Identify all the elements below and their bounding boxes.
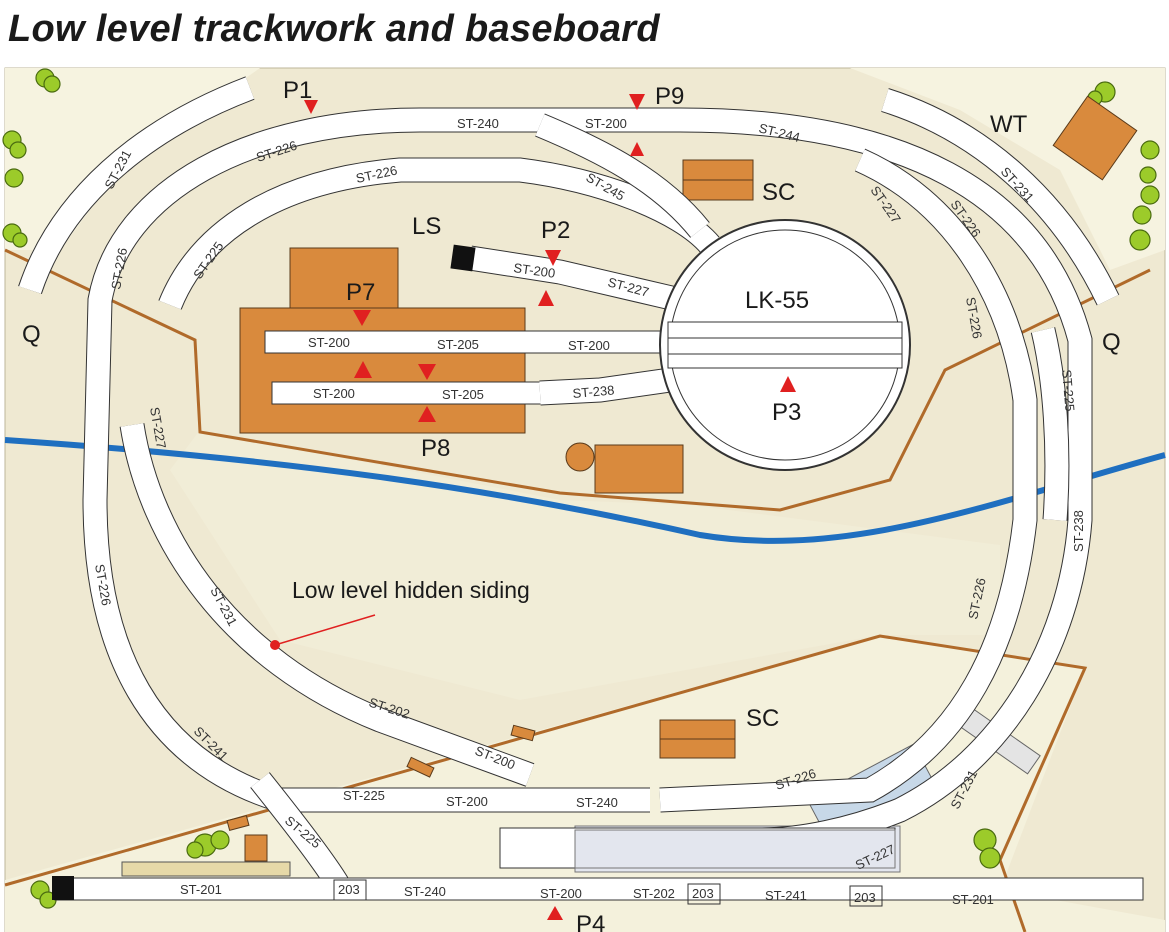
track-label: 203 — [338, 882, 360, 897]
marker-p7-up — [354, 361, 372, 378]
buffer-stop-ls — [450, 244, 476, 272]
track-label: ST-225 — [343, 788, 385, 803]
label-ls: LS — [412, 213, 441, 240]
track-label: ST-200 — [308, 335, 350, 350]
track-label: ST-240 — [404, 884, 446, 899]
track-label: ST-200 — [446, 794, 488, 809]
shed-small-1 — [244, 834, 268, 862]
warehouse-top — [289, 247, 399, 309]
label-hidden-siding: Low level hidden siding — [292, 577, 530, 603]
marker-p9-up — [630, 142, 644, 156]
marker-p9 — [629, 94, 645, 110]
label-turntable: LK-55 — [745, 287, 809, 314]
tank-building — [594, 444, 684, 494]
warehouse-main — [239, 307, 526, 434]
marker-p8 — [418, 406, 436, 422]
track-label: ST-240 — [457, 116, 499, 131]
label-p8: P8 — [421, 435, 450, 462]
track-label: ST-200 — [313, 386, 355, 401]
label-p3: P3 — [772, 399, 801, 426]
marker-p2-up — [538, 290, 554, 306]
track-label: ST-201 — [952, 892, 994, 907]
shed-small-2 — [226, 814, 250, 832]
track-label: 203 — [854, 890, 876, 905]
track-label: ST-205 — [442, 387, 484, 402]
marker-p3 — [780, 376, 796, 392]
shed-small-4 — [510, 724, 536, 742]
hidden-siding-leader — [274, 614, 376, 646]
track-label: ST-238 — [572, 382, 615, 401]
label-p1: P1 — [283, 77, 312, 104]
track-label: ST-201 — [180, 882, 222, 897]
track-label: ST-241 — [765, 888, 807, 903]
track-label: ST-205 — [437, 337, 479, 352]
marker-mid — [418, 364, 436, 380]
track-label: ST-227 — [147, 406, 169, 450]
track-label: ST-226 — [108, 247, 130, 291]
trees — [2, 68, 1160, 909]
track-label: ST-240 — [576, 795, 618, 810]
buffer-stop-left — [52, 876, 74, 900]
marker-p2 — [545, 250, 561, 266]
track-label: ST-200 — [585, 116, 627, 131]
label-p4: P4 — [576, 911, 605, 932]
label-wt: WT — [990, 111, 1028, 138]
label-p7: P7 — [346, 279, 375, 306]
label-sc-top: SC — [762, 179, 795, 206]
page-title: Low level trackwork and baseboard — [8, 8, 660, 50]
track-label: 203 — [692, 886, 714, 901]
track-layer — [18, 76, 1144, 901]
track-label: ST-200 — [513, 260, 557, 281]
boundary-upper — [4, 248, 1151, 512]
label-p9: P9 — [655, 83, 684, 110]
scenery-middle — [170, 430, 1000, 700]
label-q-left: Q — [22, 321, 41, 348]
water-tower-building — [1052, 95, 1138, 181]
track-label: ST-202 — [633, 886, 675, 901]
label-p2: P2 — [541, 217, 570, 244]
storage-tank — [565, 442, 595, 472]
marker-p4 — [547, 906, 563, 920]
track-label: ST-200 — [540, 886, 582, 901]
track-label: ST-225 — [1059, 369, 1078, 412]
river — [4, 437, 1166, 544]
track-label: ST-226 — [92, 563, 114, 607]
shed-small-3 — [406, 756, 435, 778]
track-label: ST-238 — [1071, 510, 1086, 552]
platform-bottom-left — [121, 861, 291, 877]
label-q-right: Q — [1102, 329, 1121, 356]
track-label: ST-200 — [568, 338, 610, 353]
turntable-bridge — [667, 321, 903, 369]
marker-p7 — [353, 310, 371, 326]
label-sc-bottom: SC — [746, 705, 779, 732]
track-label: ST-226 — [963, 296, 985, 340]
marker-p1 — [304, 100, 318, 114]
